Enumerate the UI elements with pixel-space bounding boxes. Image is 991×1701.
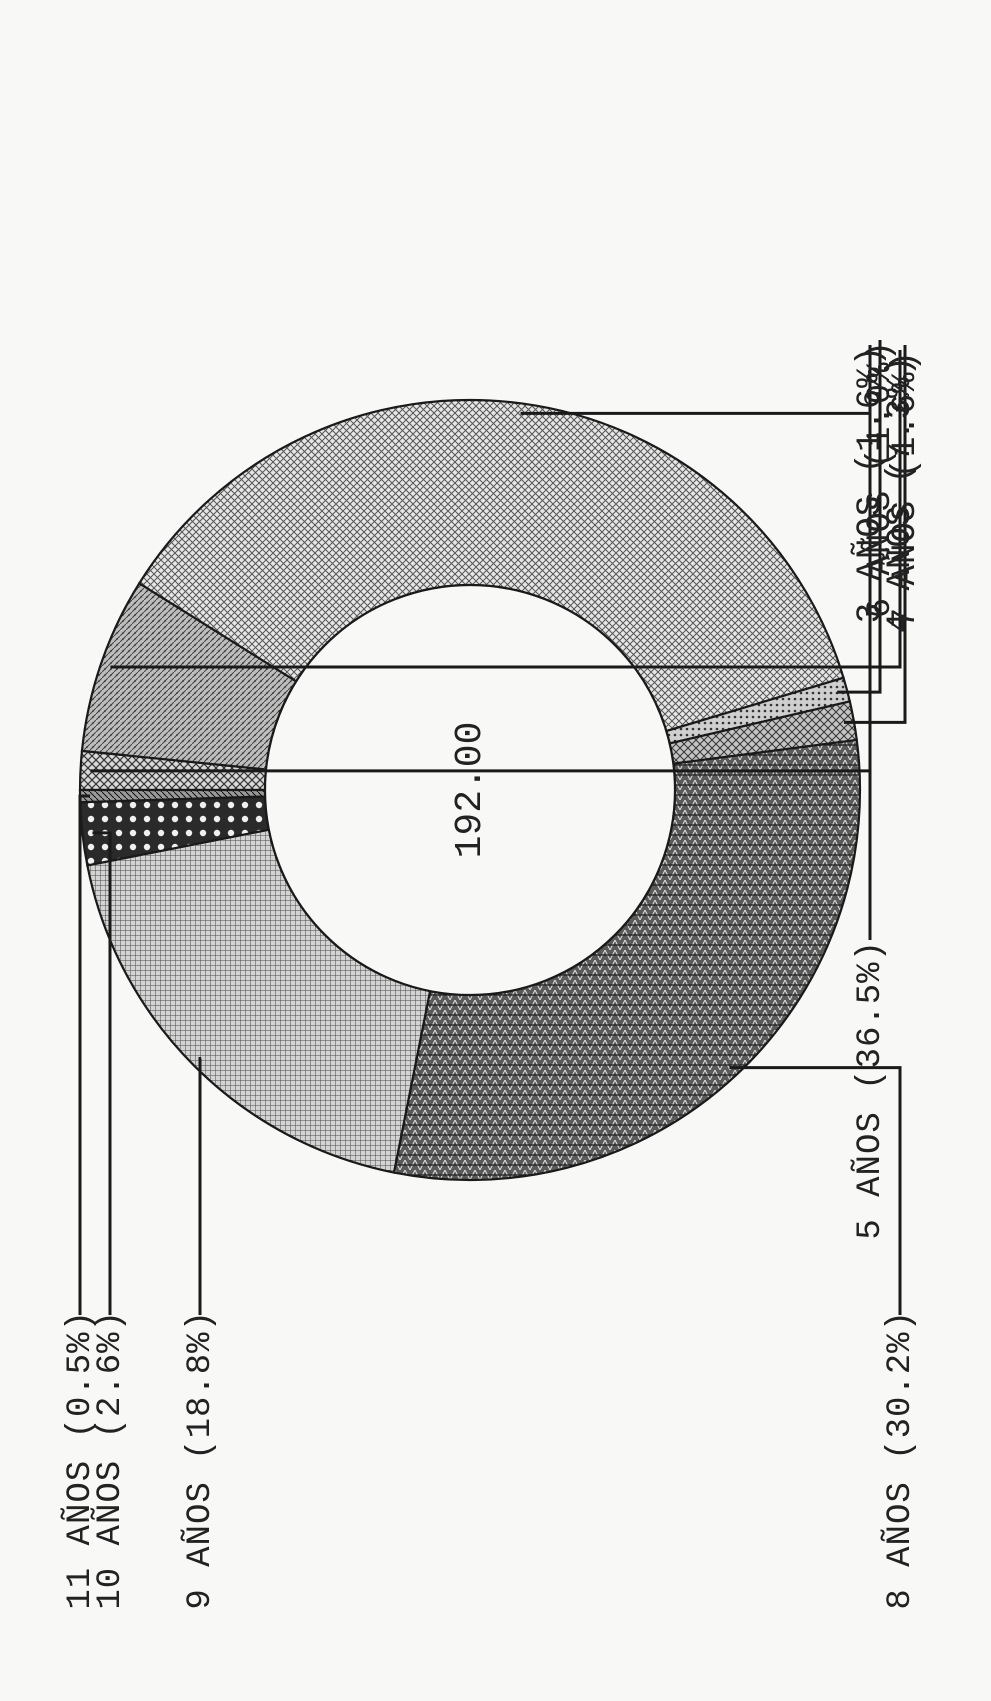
donut-center-total: 192.00: [449, 722, 492, 859]
donut-hole: [263, 583, 677, 997]
slice-labels: 3 AÑOS (1.6%)4 AÑOS (7.3%) 5 AÑOS (36.5%)…: [61, 340, 925, 1610]
leader-line: [729, 1066, 902, 1315]
slice-label: 11 AÑOS (0.5%): [61, 1310, 100, 1610]
leader-line: [198, 1056, 202, 1315]
slice-label: 10 AÑOS (2.6%): [91, 1310, 130, 1610]
slice-label: 7 AÑOS (1.6%): [886, 350, 925, 628]
leader-line: [843, 345, 907, 724]
leader-line: [520, 411, 872, 940]
slice-label: 5 AÑOS (36.5%): [851, 940, 890, 1240]
leader-line: [110, 350, 902, 669]
slice-label: 6 AÑOS (1.0%): [861, 340, 900, 618]
leader-line: [837, 340, 882, 694]
slice-label: 4 AÑOS (7.3%): [881, 355, 920, 633]
slice-label: 8 AÑOS (30.2%): [881, 1310, 920, 1610]
donut-slices: [78, 398, 862, 1182]
leader-line: [92, 831, 112, 1315]
leader-lines: [78, 340, 907, 1315]
leader-line: [78, 794, 91, 1315]
slice-label: 9 AÑOS (18.8%): [181, 1310, 220, 1610]
slice-label: 3 AÑOS (1.6%): [851, 345, 890, 623]
